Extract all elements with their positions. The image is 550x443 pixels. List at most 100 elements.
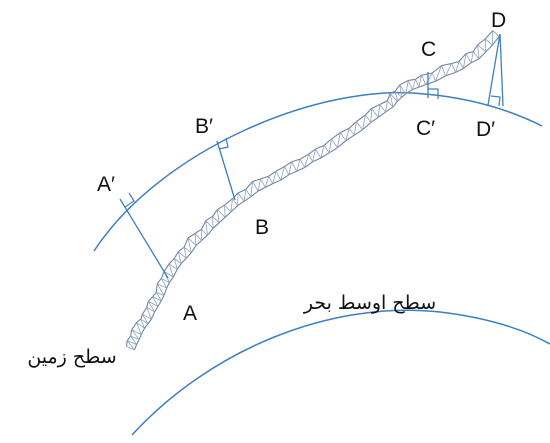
right-angle-marker-b xyxy=(218,137,229,150)
terrain-hatch xyxy=(257,178,261,192)
terrain-hatch xyxy=(315,148,322,159)
terrain-hatch xyxy=(142,313,152,320)
terrain-hatch xyxy=(470,51,474,63)
terrain-hatch xyxy=(224,204,232,213)
terrain-hatch xyxy=(168,263,178,270)
earth-surface-arc xyxy=(131,309,550,436)
terrain-hatch xyxy=(379,104,386,113)
terrain-hatch xyxy=(421,75,426,85)
label-c: C xyxy=(421,38,436,61)
terrain-hatch xyxy=(152,296,159,307)
caption-ground-surface: سطح زمین xyxy=(27,346,116,368)
terrain-hatch xyxy=(237,192,239,206)
right-angle-marker-d xyxy=(490,95,501,107)
terrain-hatch xyxy=(445,63,452,77)
terrain-hatch xyxy=(126,340,135,351)
right-angle-marker-a xyxy=(124,192,135,208)
terrain-hatch xyxy=(148,300,159,307)
caption-mean-sea-level: سطح اوسط بحر xyxy=(303,292,436,314)
label-a: A xyxy=(183,302,197,325)
terrain-hatch xyxy=(243,189,247,202)
terrain-hatch xyxy=(395,90,402,98)
terrain-hatch xyxy=(323,145,330,154)
terrain-hatch xyxy=(237,192,245,202)
terrain-hatch xyxy=(345,128,350,141)
terrain-hatch xyxy=(245,189,252,198)
terrain-hatch xyxy=(131,329,140,340)
terrain-hatch xyxy=(304,153,310,168)
terrain-hatch xyxy=(472,51,480,60)
terrain-hatch xyxy=(275,171,282,181)
terrain-hatch xyxy=(126,345,135,351)
terrain-hatch xyxy=(288,161,293,175)
terrain-hatch xyxy=(465,53,472,63)
terrain-hatch xyxy=(131,329,142,335)
label-d: D xyxy=(491,9,506,32)
label-b-prime: B′ xyxy=(195,115,213,138)
terrain-hatch xyxy=(451,63,456,73)
terrain-hatch xyxy=(212,216,220,224)
terrain-hatch xyxy=(250,181,253,197)
terrain-hatch xyxy=(173,258,178,270)
terrain-hatch xyxy=(477,44,487,53)
terrain-hatch xyxy=(268,176,274,184)
terrain-hatch xyxy=(425,72,433,85)
terrain-hatch xyxy=(177,251,187,259)
terrain-hatch xyxy=(485,38,493,46)
terrain-hatch xyxy=(387,100,394,108)
terrain-hatch xyxy=(217,209,226,218)
terrain-hatch xyxy=(140,318,149,325)
terrain-hatch xyxy=(356,121,363,131)
label-c-prime: C′ xyxy=(416,117,435,140)
terrain-hatch xyxy=(163,271,174,278)
label-a-prime: A′ xyxy=(97,173,115,196)
terrain-hatch xyxy=(161,278,170,284)
terrain-hatch xyxy=(127,340,137,345)
reference-arc xyxy=(93,91,543,252)
terrain-hatch xyxy=(492,30,500,37)
terrain-hatch xyxy=(371,108,379,118)
projection-line-a xyxy=(119,198,169,279)
terrain-hatch xyxy=(484,38,487,52)
terrain-hatch xyxy=(217,209,220,223)
terrain-hatch xyxy=(130,335,138,345)
terrain-hatch xyxy=(265,176,270,188)
terrain-hatch xyxy=(477,44,480,59)
terrain-hatch xyxy=(156,291,165,296)
terrain-hatch xyxy=(183,246,192,254)
terrain-hatch xyxy=(418,75,422,88)
terrain-hatch xyxy=(296,159,301,172)
label-d-prime: D′ xyxy=(476,118,495,141)
terrain-hatch xyxy=(130,335,140,340)
terrain-hatch xyxy=(174,258,182,264)
terrain-hatch xyxy=(385,100,388,113)
terrain-hatch xyxy=(252,181,259,192)
terrain-hatch xyxy=(455,61,460,73)
terrain-hatch xyxy=(280,166,285,181)
terrain-hatch xyxy=(415,79,420,88)
terrain-hatch xyxy=(146,306,155,313)
terrain-hatch xyxy=(441,65,446,77)
terrain-hatch xyxy=(405,80,409,94)
terrain-hatch xyxy=(136,322,145,329)
terrain-hatch xyxy=(260,178,266,188)
terrain-hatch xyxy=(337,132,341,148)
right-angle-marker-c xyxy=(428,88,439,99)
terrain-hatch xyxy=(156,283,165,296)
terrain-hatch xyxy=(142,314,149,324)
terrain-hatch xyxy=(353,121,357,136)
terrain-hatch xyxy=(328,138,332,153)
terrain-hatch xyxy=(299,159,306,168)
projection-line-d-upper xyxy=(499,33,504,107)
terrain-hatch xyxy=(187,237,192,253)
terrain-hatch xyxy=(205,220,214,229)
terrain-hatch xyxy=(339,132,347,141)
label-b: B xyxy=(255,216,269,239)
terrain-hatch xyxy=(201,229,208,236)
terrain-hatch xyxy=(377,104,381,118)
terrain-hatch xyxy=(411,79,416,90)
terrain-hatch xyxy=(365,114,372,123)
terrain-hatch xyxy=(140,318,145,329)
terrain-hatch xyxy=(394,90,398,102)
terrain-hatch xyxy=(348,128,355,136)
